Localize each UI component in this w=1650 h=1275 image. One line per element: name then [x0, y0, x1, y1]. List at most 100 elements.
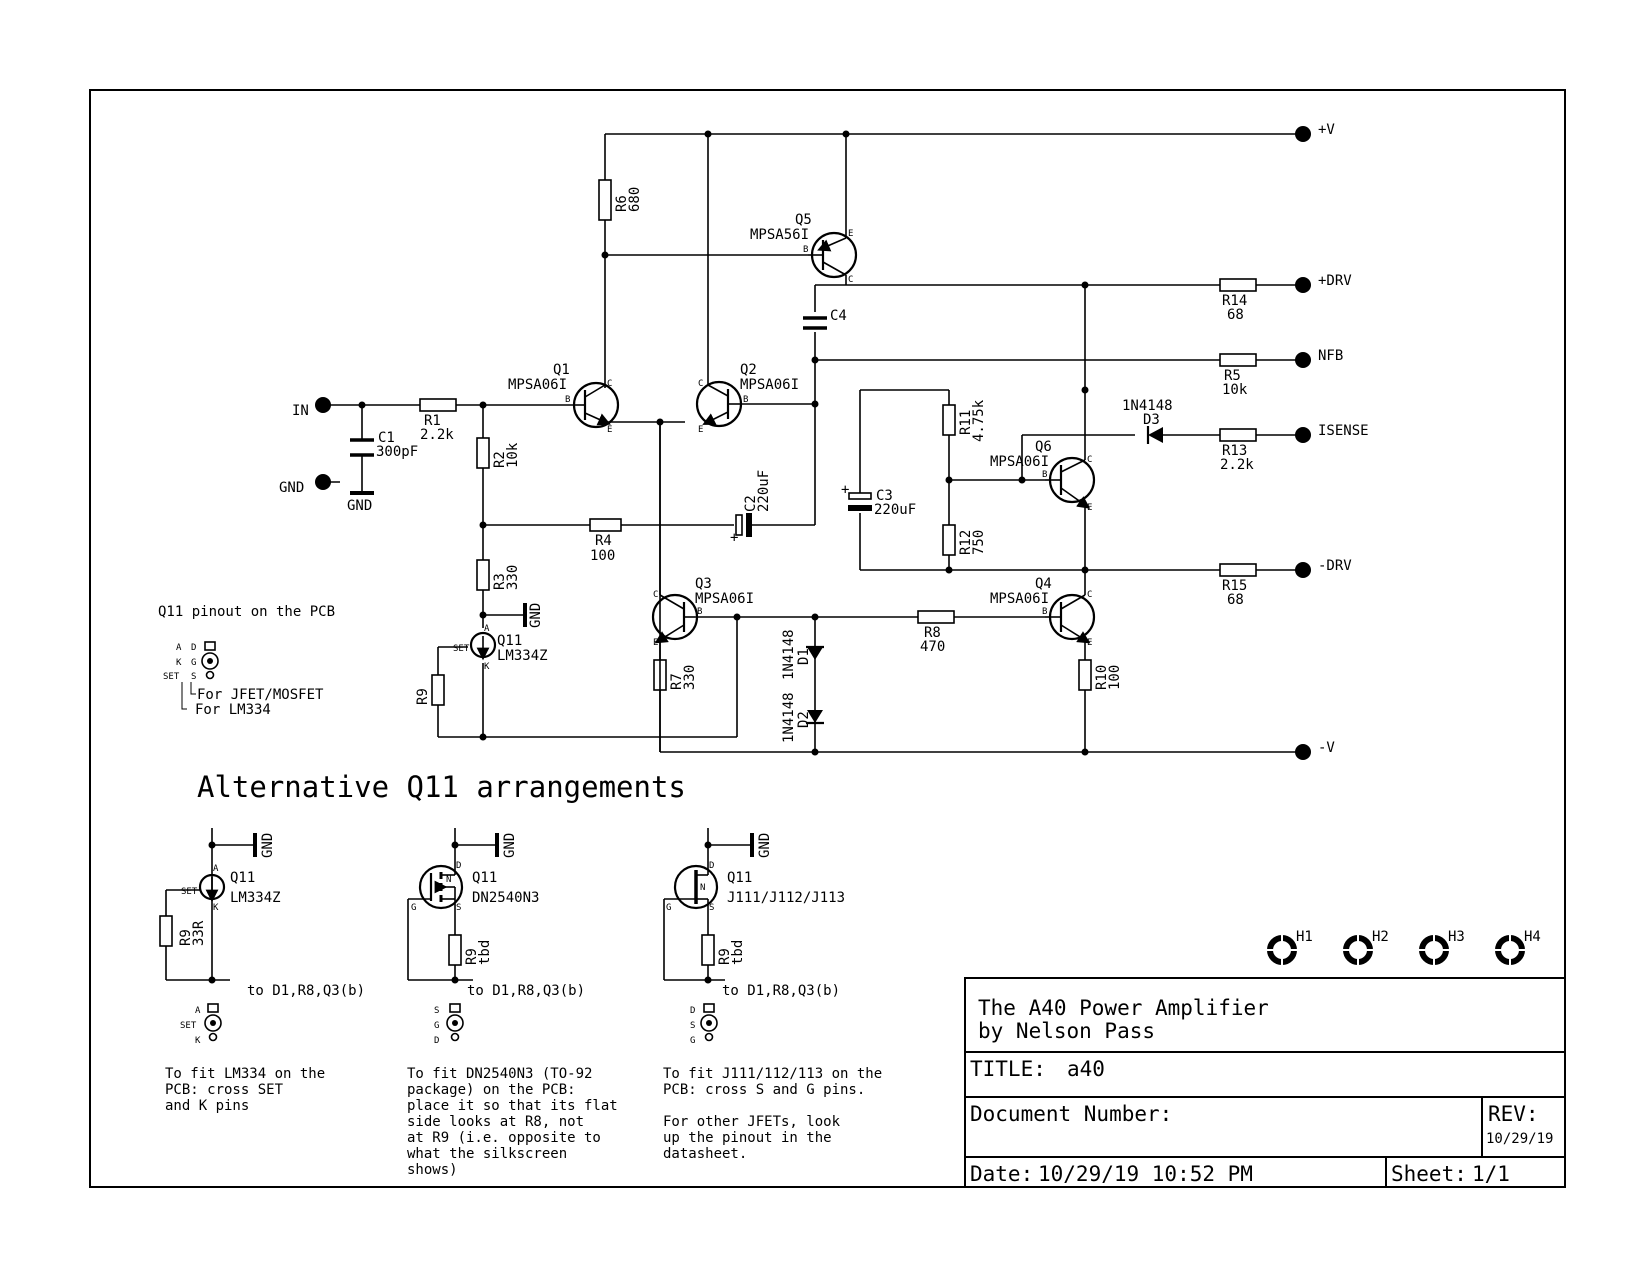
svg-text:-V: -V: [1318, 740, 1335, 756]
svg-text:package) on the PCB:: package) on the PCB:: [407, 1082, 576, 1098]
revision: 10/29/19: [1486, 1131, 1553, 1147]
svg-text:R14: R14: [1222, 293, 1247, 309]
svg-text:R2: R2: [492, 451, 508, 468]
svg-text:place it so that its flat: place it so that its flat: [407, 1098, 618, 1114]
svg-text:Document Number:: Document Number:: [970, 1102, 1172, 1126]
svg-text:470: 470: [920, 639, 945, 655]
port-vplus: +V: [1295, 122, 1335, 142]
svg-text:1N4148: 1N4148: [781, 629, 797, 680]
project-author: by Nelson Pass: [978, 1019, 1155, 1043]
mounting-hole-h4: H4: [1494, 929, 1541, 966]
svg-text:LM334Z: LM334Z: [497, 648, 548, 664]
svg-text:1N4148: 1N4148: [781, 692, 797, 743]
svg-text:at R9 (i.e. opposite to: at R9 (i.e. opposite to: [407, 1130, 601, 1146]
svg-text:68: 68: [1227, 307, 1244, 323]
svg-text:to D1,R8,Q3(b): to D1,R8,Q3(b): [247, 983, 365, 999]
svg-text:-DRV: -DRV: [1318, 558, 1352, 574]
svg-text:R1: R1: [424, 413, 441, 429]
svg-text:Sheet:: Sheet:: [1391, 1162, 1467, 1186]
svg-text:G: G: [411, 903, 416, 913]
pinout-legend: Q11 pinout on the PCB A D K G SET S For …: [158, 604, 335, 718]
svg-text:C: C: [653, 590, 658, 600]
svg-text:J111/J112/J113: J111/J112/J113: [727, 890, 845, 906]
svg-text:A: A: [484, 624, 490, 634]
port-gnd: GND: [279, 474, 331, 496]
svg-text:Q11: Q11: [497, 633, 522, 649]
svg-text:C: C: [1087, 590, 1092, 600]
svg-text:B: B: [1042, 470, 1047, 480]
resistor-r8: R8 470: [917, 610, 955, 655]
svg-text:GND: GND: [528, 603, 544, 628]
svg-text:SET: SET: [181, 887, 198, 897]
svg-text:D: D: [434, 1036, 439, 1046]
port-drv-plus: +DRV: [1295, 273, 1352, 293]
svg-text:A: A: [195, 1006, 201, 1016]
svg-text:D2: D2: [796, 711, 812, 728]
svg-text:PCB: cross SET: PCB: cross SET: [165, 1082, 284, 1098]
svg-text:G: G: [690, 1036, 695, 1046]
port-nfb: NFB: [1295, 348, 1343, 368]
svg-text:K: K: [195, 1036, 201, 1046]
svg-text:MPSA06I: MPSA06I: [740, 377, 799, 393]
svg-text:33R: 33R: [191, 920, 207, 946]
svg-text:G: G: [191, 658, 196, 668]
transistor-q5: B E C Q5 MPSA56I: [750, 212, 858, 285]
svg-text:2.2k: 2.2k: [1220, 457, 1254, 473]
alternatives-heading: Alternative Q11 arrangements: [197, 770, 686, 804]
svg-text:H3: H3: [1448, 929, 1465, 945]
diode-d2: D2 1N4148: [781, 692, 824, 743]
svg-text:GND: GND: [502, 833, 518, 858]
transistor-q6: B C E Q6 MPSA06I: [990, 439, 1096, 513]
diode-d3: 1N4148 D3: [1122, 398, 1173, 444]
transistor-q2: B C E Q2 MPSA06I: [695, 362, 799, 435]
title-block: The A40 Power Amplifier by Nelson Pass T…: [964, 977, 1566, 1188]
transistor-q4: B C E Q4 MPSA06I: [990, 576, 1096, 648]
svg-text:To fit J111/112/113 on the: To fit J111/112/113 on the: [663, 1066, 882, 1082]
svg-text:Q1: Q1: [553, 362, 570, 378]
svg-text:K: K: [484, 662, 490, 672]
mounting-hole-h2: H2: [1342, 929, 1389, 966]
svg-text:C3: C3: [876, 488, 893, 504]
port-vminus: -V: [1295, 740, 1335, 760]
svg-text:MPSA06I: MPSA06I: [990, 591, 1049, 607]
svg-text:+V: +V: [1318, 122, 1335, 138]
alt2-dn2540: GND D N G S Q11 DN2540N3 R9 tbd to D1,R8…: [407, 828, 618, 1178]
resistor-r14: R14 68: [1219, 278, 1257, 323]
svg-text:C: C: [698, 379, 703, 389]
svg-text:To fit LM334 on the: To fit LM334 on the: [165, 1066, 325, 1082]
svg-text:GND: GND: [347, 498, 372, 514]
svg-text:B: B: [565, 395, 570, 405]
svg-text:SET: SET: [180, 1021, 197, 1031]
svg-text:R10: R10: [1094, 665, 1110, 690]
svg-text:NFB: NFB: [1318, 348, 1343, 364]
diode-d1: D1 1N4148: [781, 629, 824, 680]
svg-text:TITLE:: TITLE:: [970, 1057, 1046, 1081]
svg-text:Q11: Q11: [230, 870, 255, 886]
svg-text:R7: R7: [669, 673, 685, 690]
svg-text:S: S: [709, 903, 714, 913]
svg-text:S: S: [456, 903, 461, 913]
resistor-r4: R4 100: [589, 518, 622, 564]
svg-text:+DRV: +DRV: [1318, 273, 1352, 289]
svg-text:E: E: [607, 425, 612, 435]
svg-text:MPSA06I: MPSA06I: [508, 377, 567, 393]
svg-text:MPSA06I: MPSA06I: [695, 591, 754, 607]
svg-text:R9: R9: [178, 929, 194, 946]
project-title: The A40 Power Amplifier: [978, 996, 1269, 1020]
transistor-q3: B C E Q3 MPSA06I: [651, 576, 754, 648]
svg-text:10k: 10k: [505, 442, 521, 468]
port-in: IN: [292, 397, 331, 419]
svg-text:REV:: REV:: [1488, 1102, 1539, 1126]
svg-text:SET: SET: [163, 672, 180, 682]
svg-text:E: E: [698, 425, 703, 435]
svg-text:Q11 pinout on the PCB: Q11 pinout on the PCB: [158, 604, 335, 620]
svg-text:and K pins: and K pins: [165, 1098, 249, 1114]
capacitor-c1: C1 300pF: [350, 430, 418, 460]
svg-text:Q4: Q4: [1035, 576, 1052, 592]
svg-text:G: G: [666, 903, 671, 913]
svg-text:R13: R13: [1222, 443, 1247, 459]
svg-text:Q3: Q3: [695, 576, 712, 592]
svg-text:B: B: [697, 607, 702, 617]
gnd-symbol-input: GND: [347, 490, 374, 514]
svg-text:D: D: [709, 861, 714, 871]
